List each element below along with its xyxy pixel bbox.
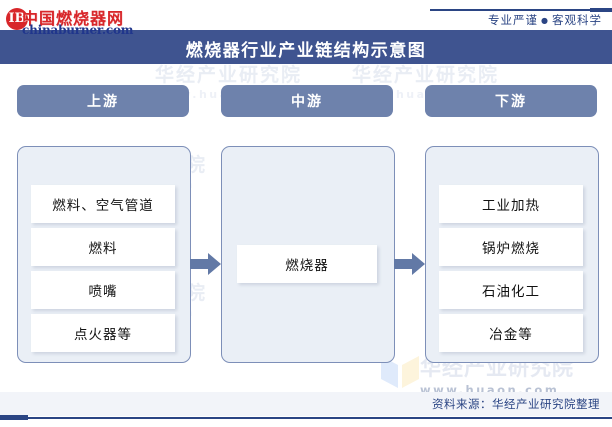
watermark-cn: 华经产业研究院 xyxy=(352,64,500,86)
source-note: 资料来源：华经产业研究院整理 xyxy=(432,397,600,411)
list-item[interactable]: 喷嘴 xyxy=(31,271,175,309)
arrow-right-icon xyxy=(394,252,425,276)
column-header-downstream[interactable]: 下游 xyxy=(425,85,597,117)
logo-name-en: chinaburner.com xyxy=(22,23,134,37)
list-item[interactable]: 燃料 xyxy=(31,228,175,266)
list-item[interactable]: 石油化工 xyxy=(439,271,583,309)
footer-bar xyxy=(0,392,612,416)
list-item[interactable]: 锅炉燃烧 xyxy=(439,228,583,266)
list-item[interactable]: 燃烧器 xyxy=(237,245,377,283)
column-header-upstream[interactable]: 上游 xyxy=(17,85,189,117)
title-bar: 燃烧器行业产业链结构示意图 xyxy=(0,30,612,64)
huaon-logo-icon xyxy=(381,352,419,388)
tagline-rule xyxy=(430,8,612,12)
arrow-right-icon xyxy=(190,252,221,276)
footer-rule xyxy=(0,415,612,420)
column-header-midstream[interactable]: 中游 xyxy=(221,85,393,117)
list-item[interactable]: 燃料、空气管道 xyxy=(31,185,175,223)
list-item[interactable]: 工业加热 xyxy=(439,185,583,223)
tagline: 专业严谨●客观科学 xyxy=(488,12,602,28)
watermark-cn: 华经产业研究院 xyxy=(155,64,303,86)
page-title: 燃烧器行业产业链结构示意图 xyxy=(185,41,427,61)
list-item[interactable]: 点火器等 xyxy=(31,314,175,352)
site-logo[interactable]: IB 中国燃烧器网 chinaburner.com xyxy=(6,4,158,40)
tagline-left: 专业严谨 xyxy=(488,13,539,27)
logo-badge-icon: IB xyxy=(6,8,28,30)
list-item[interactable]: 冶金等 xyxy=(439,314,583,352)
tagline-dot-icon: ● xyxy=(541,16,549,25)
top-strip: IB 中国燃烧器网 chinaburner.com 专业严谨●客观科学 xyxy=(0,0,612,37)
logo-name-cn: 中国燃烧器网 xyxy=(22,9,125,28)
tagline-right: 客观科学 xyxy=(552,13,602,27)
